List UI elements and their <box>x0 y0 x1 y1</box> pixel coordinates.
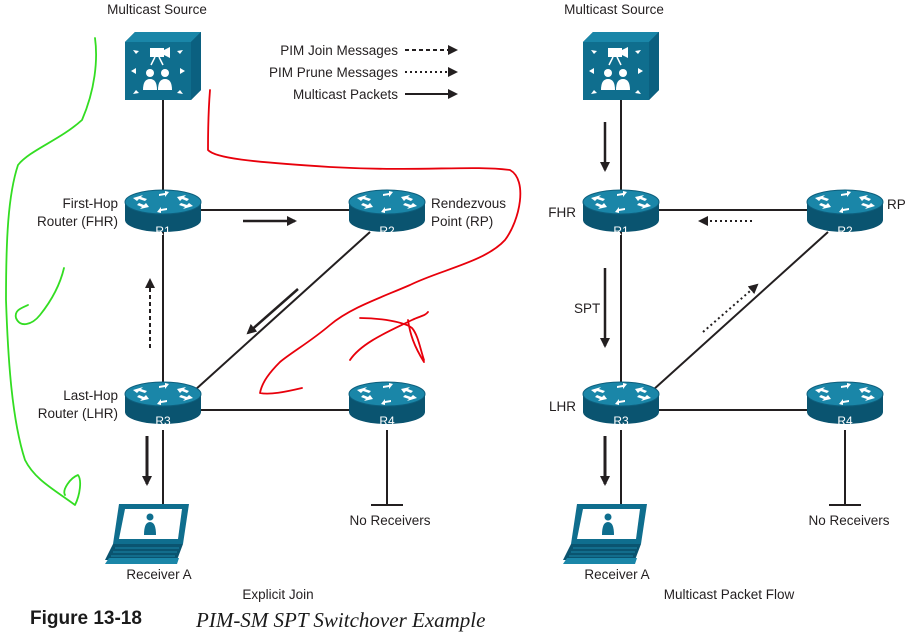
lhr-label-2: Router (LHR) <box>38 406 118 421</box>
lhr-label-1: Last-Hop <box>63 388 118 403</box>
r3-label: R3 <box>155 414 171 428</box>
arrow-packets-r2-r3 <box>246 288 299 335</box>
receiver-laptop-icon <box>104 503 190 565</box>
r4-label: R4 <box>837 414 853 428</box>
right-no-receivers-label: No Receivers <box>808 513 889 528</box>
red-annotation-scribble <box>349 311 429 363</box>
right-caption: Multicast Packet Flow <box>664 587 795 602</box>
rp-label-2: Point (RP) <box>431 214 493 229</box>
rp-label: RP <box>887 197 906 212</box>
lhr-label: LHR <box>549 399 576 414</box>
left-diagram: R1 R2 R3 R4 Multicast Source First-Hop R… <box>37 2 506 602</box>
fhr-label-1: First-Hop <box>62 196 118 211</box>
green-annotation-hook <box>14 267 65 325</box>
right-links <box>620 100 861 506</box>
red-annotation-stroke <box>207 89 522 395</box>
legend-packets-label: Multicast Packets <box>293 87 398 102</box>
r3-label: R3 <box>613 414 629 428</box>
left-source-label: Multicast Source <box>107 2 207 17</box>
legend-join-label: PIM Join Messages <box>280 43 398 58</box>
multicast-source-icon <box>582 31 660 101</box>
r2-label: R2 <box>837 224 853 238</box>
arrow-prune-r3-r2 <box>702 283 759 333</box>
legend-prune-label: PIM Prune Messages <box>269 65 398 80</box>
figure-number: Figure 13-18 <box>30 608 142 629</box>
left-caption: Explicit Join <box>242 587 313 602</box>
spt-label: SPT <box>574 301 600 316</box>
right-diagram: R1 R2 R3 R4 Multicast Source FHR RP SPT … <box>548 2 906 602</box>
fhr-label: FHR <box>548 205 576 220</box>
rp-label-1: Rendezvous <box>431 196 506 211</box>
green-annotation-stroke <box>5 37 97 506</box>
link-r2-r3 <box>194 231 371 391</box>
left-links <box>162 100 403 506</box>
r1-label: R1 <box>155 224 171 238</box>
right-source-label: Multicast Source <box>564 2 664 17</box>
r4-label: R4 <box>379 414 395 428</box>
link-r2-r3 <box>652 231 829 391</box>
right-receiver-label: Receiver A <box>584 567 649 582</box>
fhr-label-2: Router (FHR) <box>37 214 118 229</box>
legend: PIM Join Messages PIM Prune Messages Mul… <box>269 43 458 102</box>
r2-label: R2 <box>379 224 395 238</box>
freehand-annotations <box>5 37 522 506</box>
r1-label: R1 <box>613 224 629 238</box>
receiver-laptop-icon <box>562 503 648 565</box>
left-no-receivers-label: No Receivers <box>349 513 430 528</box>
multicast-source-icon <box>124 31 202 101</box>
left-receiver-label: Receiver A <box>126 567 191 582</box>
figure-title: PIM-SM SPT Switchover Example <box>196 608 486 632</box>
